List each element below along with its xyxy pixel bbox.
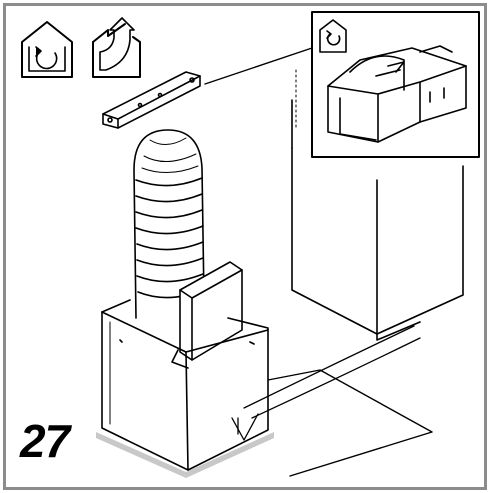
step-number: 27 — [20, 415, 70, 467]
detail-inset — [311, 11, 480, 158]
hood-chimney — [291, 69, 464, 341]
recirculation-mode-icon — [21, 21, 73, 78]
hood-body — [101, 299, 269, 471]
mounting-bracket — [102, 71, 201, 129]
deflector — [171, 261, 243, 369]
placement-arrow — [231, 325, 421, 441]
extraction-mode-icon — [92, 17, 141, 78]
page-frame — [3, 3, 487, 490]
callout-line — [204, 47, 313, 85]
floor-outline — [267, 369, 433, 477]
